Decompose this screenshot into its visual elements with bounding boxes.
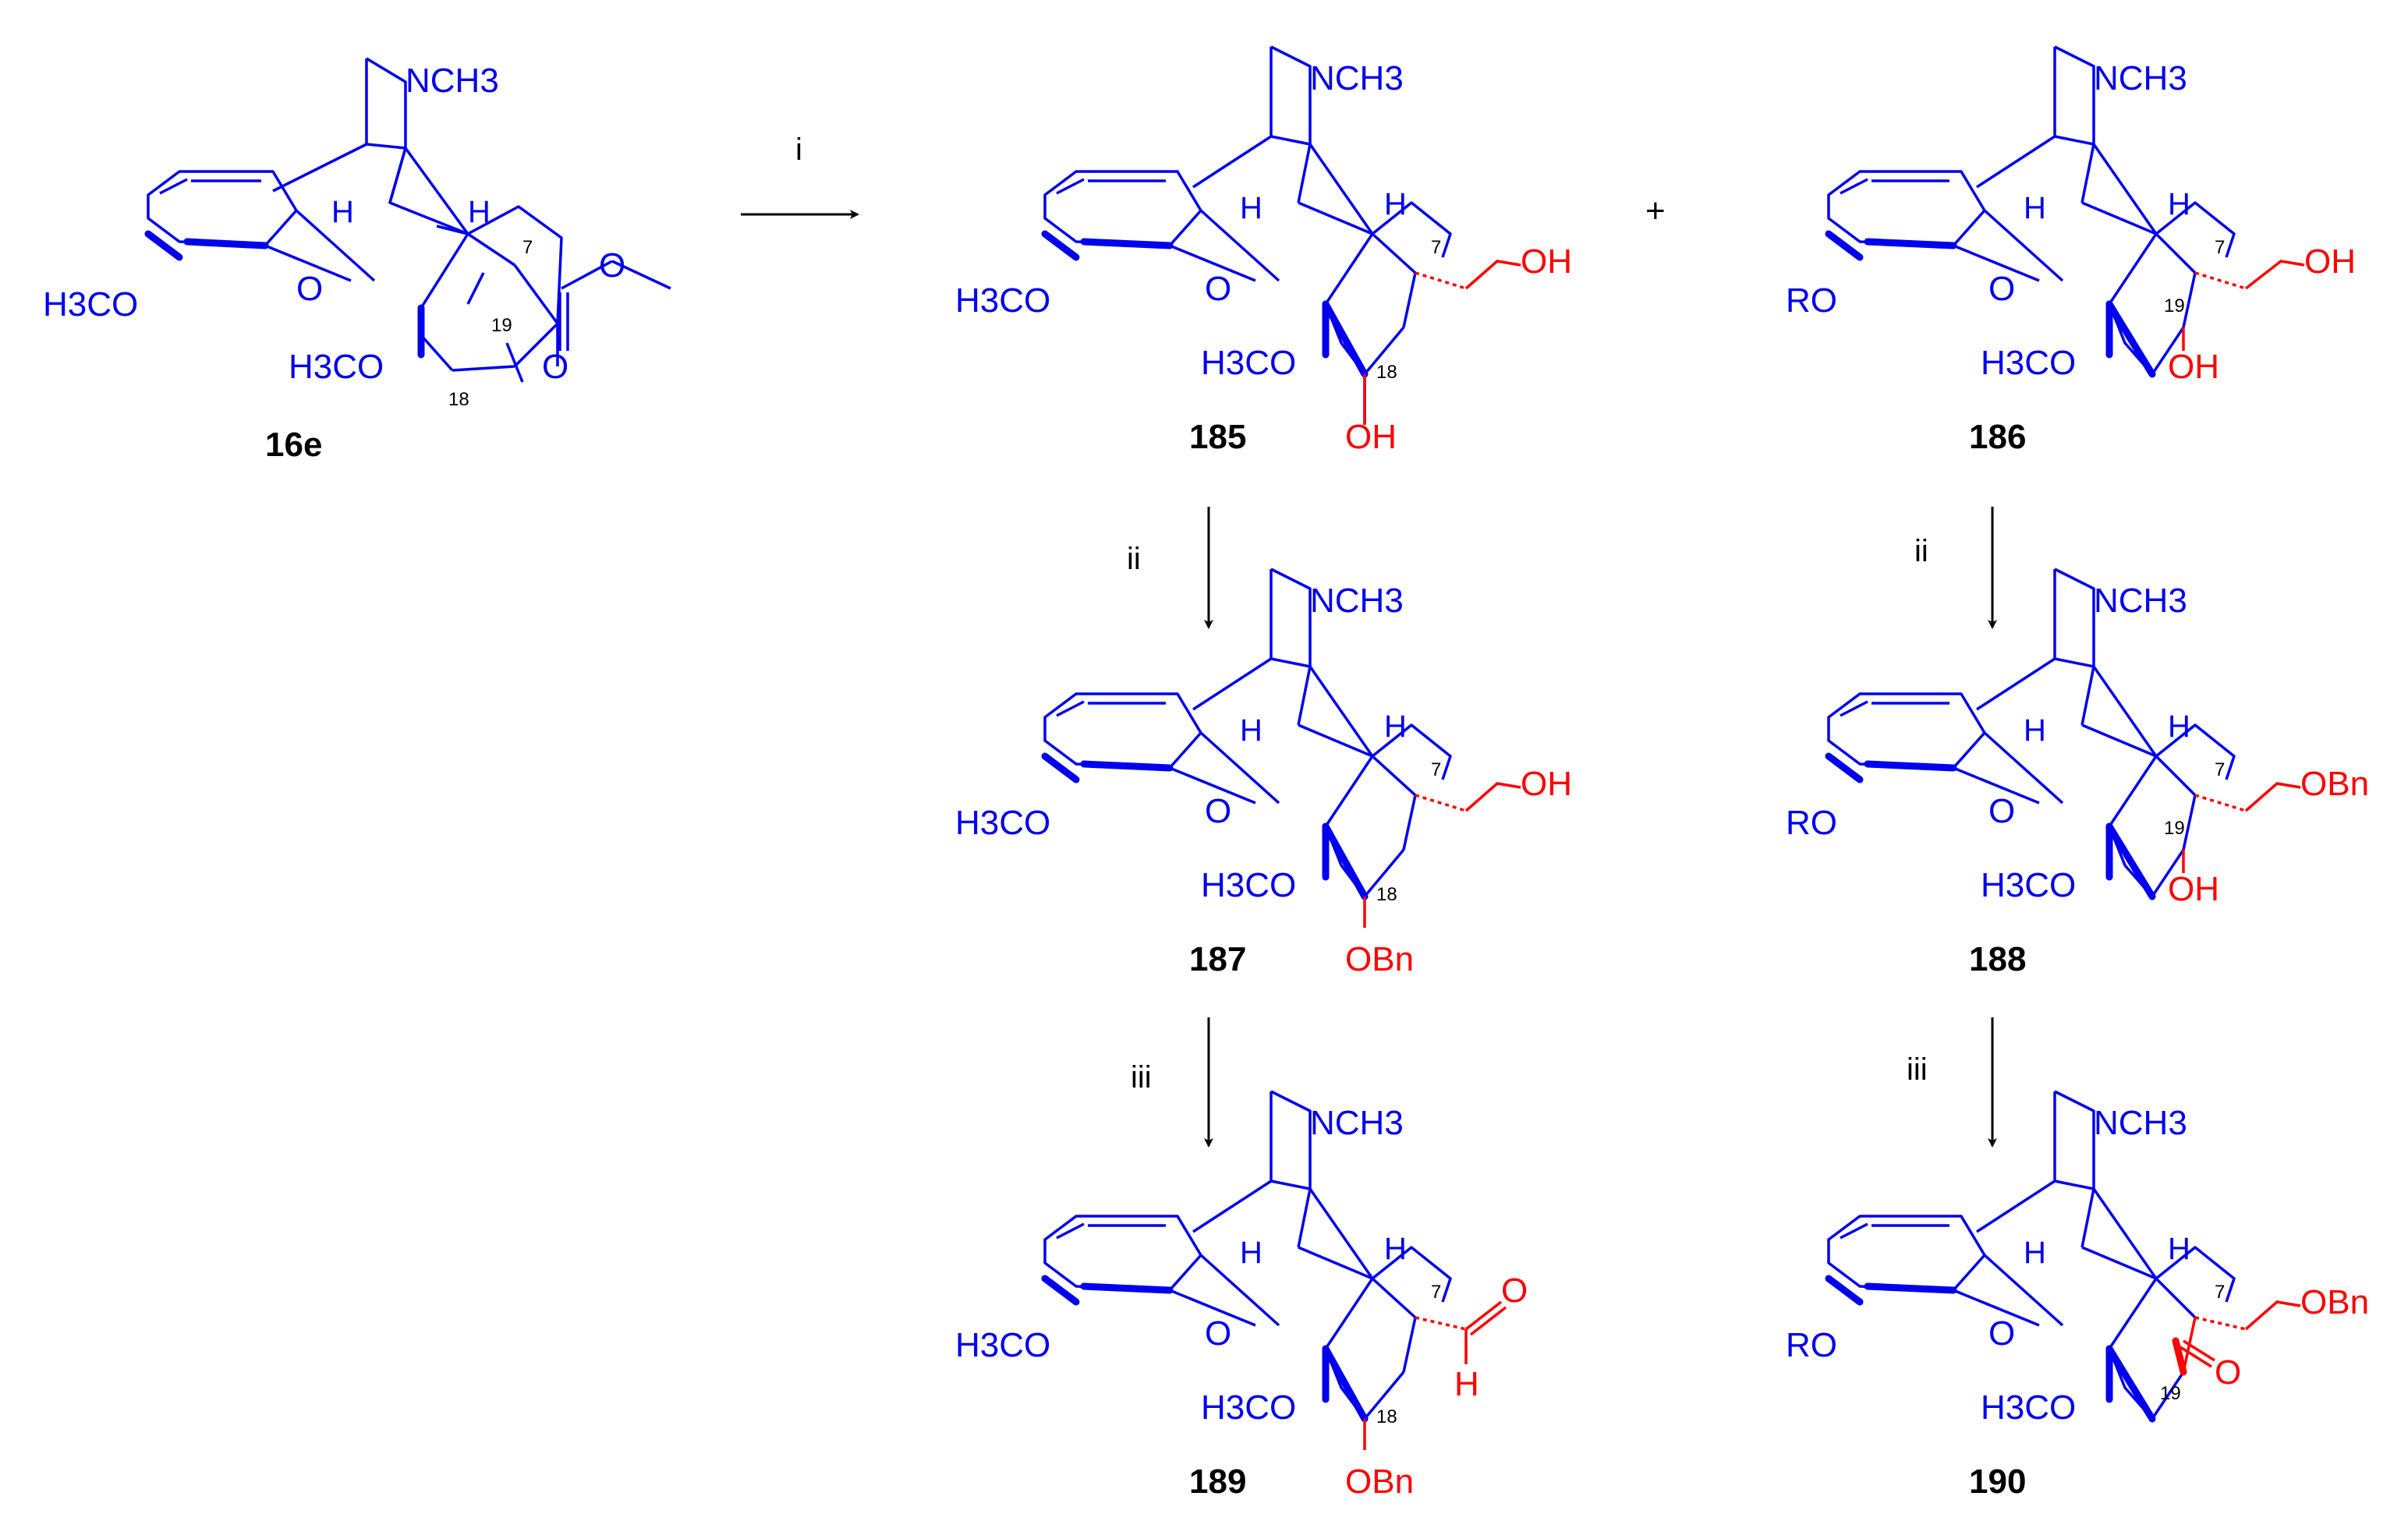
- ring-oxygen-label: O: [1988, 792, 2015, 830]
- amine-label: NCH3: [2094, 582, 2187, 620]
- ester-alkoxy-o-label: O: [599, 246, 625, 285]
- hydrogen-a-label: H: [1240, 191, 1262, 225]
- reaction-arrow-step3-right: iii: [1907, 1017, 1997, 1148]
- aryl-ether-label: H3CO: [955, 281, 1050, 320]
- reagent-label-step2-right: ii: [1914, 534, 1928, 568]
- hydrogen-b-label: H: [468, 195, 490, 229]
- hydrogen-a-label: H: [331, 195, 354, 229]
- ester-carbonyl-o-label: O: [542, 348, 568, 386]
- bridge-methoxy-label: H3CO: [1981, 866, 2076, 904]
- locant-7: 7: [1431, 237, 1441, 258]
- aryl-ether-label: H3CO: [955, 804, 1050, 842]
- compound-label: 188: [1969, 940, 2026, 978]
- amine-label: NCH3: [1310, 1104, 1404, 1142]
- aryl-ether-label: RO: [1786, 281, 1837, 320]
- bridge-methoxy-label: H3CO: [1201, 866, 1296, 904]
- hydrogen-a-label: H: [2024, 191, 2046, 225]
- bridge-methoxy-label: H3CO: [289, 348, 384, 386]
- c19-substituent-label: OH: [2168, 870, 2219, 908]
- locant-19: 19: [491, 315, 512, 336]
- molecule-185: NCH3 H3CO O H3CO H H OH OH 7 18 185: [955, 45, 1572, 456]
- locant-7: 7: [522, 237, 533, 258]
- compound-label: 190: [1969, 1463, 2026, 1501]
- hydrogen-a-label: H: [2024, 1236, 2046, 1270]
- ring-oxygen-label: O: [296, 270, 323, 308]
- molecule-186: NCH3 RO O H3CO H H OH OH 7 19 186: [1786, 45, 2356, 456]
- locant-19: 19: [2164, 295, 2185, 317]
- compound-label: 189: [1189, 1463, 1246, 1501]
- aldehyde-oxygen-label: O: [1501, 1272, 1528, 1310]
- amine-label: NCH3: [1310, 59, 1404, 97]
- reaction-arrow-step2-left: ii: [1127, 507, 1213, 629]
- aryl-ether-label: H3CO: [43, 285, 138, 324]
- hydrogen-a-label: H: [1240, 1236, 1262, 1270]
- locant-18: 18: [448, 389, 469, 410]
- hydrogen-b-label: H: [1384, 709, 1407, 744]
- plus-sign: +: [1645, 192, 1666, 230]
- hydrogen-a-label: H: [1240, 713, 1262, 748]
- molecule-16e: NCH3 H3CO O H3CO H H O O 7 19 18 16e: [43, 57, 671, 464]
- amine-label: NCH3: [1310, 582, 1404, 620]
- hydrogen-b-label: H: [1384, 1232, 1407, 1266]
- reagent-label-step2-left: ii: [1127, 542, 1141, 576]
- reagent-label-step1: i: [795, 133, 802, 167]
- molecule-190: NCH3 RO O H3CO H H OBn O 7 19 190: [1786, 1090, 2369, 1501]
- c7-substituent-label: OBn: [2300, 1283, 2369, 1321]
- bridge-methoxy-label: H3CO: [1201, 1388, 1296, 1427]
- c7-substituent-label: OH: [2304, 242, 2356, 281]
- molecule-189: NCH3 H3CO O H3CO H H O H OBn 7 18 189: [955, 1090, 1528, 1501]
- c7-substituent-label: OH: [1521, 242, 1572, 281]
- ring-oxygen-label: O: [1205, 1314, 1231, 1353]
- ring-oxygen-label: O: [1988, 1314, 2015, 1353]
- ring-oxygen-label: O: [1988, 270, 2015, 308]
- compound-label: 16e: [265, 426, 322, 464]
- ketone-oxygen-label: O: [2215, 1353, 2241, 1392]
- locant-7: 7: [2215, 759, 2225, 780]
- bridge-methoxy-label: H3CO: [1981, 344, 2076, 382]
- reaction-arrow-step1: i: [741, 133, 859, 219]
- locant-18: 18: [1376, 362, 1397, 383]
- compound-label: 186: [1969, 418, 2026, 456]
- hydrogen-b-label: H: [2168, 709, 2190, 744]
- c18-substituent-label: OBn: [1345, 940, 1414, 978]
- locant-7: 7: [1431, 1282, 1441, 1303]
- c19-substituent-label: OH: [2168, 348, 2219, 386]
- amine-label: NCH3: [2094, 1104, 2187, 1142]
- reagent-label-step3-left: iii: [1131, 1060, 1152, 1095]
- locant-7: 7: [2215, 1282, 2225, 1303]
- locant-18: 18: [1376, 884, 1397, 905]
- aryl-ether-label: H3CO: [955, 1326, 1050, 1364]
- reagent-label-step3-right: iii: [1907, 1052, 1928, 1087]
- locant-7: 7: [2215, 237, 2225, 258]
- reaction-arrow-step3-left: iii: [1131, 1017, 1213, 1148]
- locant-19: 19: [2160, 1383, 2181, 1404]
- bridge-methoxy-label: H3CO: [1981, 1388, 2076, 1427]
- hydrogen-b-label: H: [1384, 187, 1407, 221]
- c7-substituent-label: OBn: [2300, 765, 2369, 803]
- bridge-methoxy-label: H3CO: [1201, 344, 1296, 382]
- c18-substituent-label: OH: [1345, 418, 1397, 456]
- ring-oxygen-label: O: [1205, 270, 1231, 308]
- hydrogen-a-label: H: [2024, 713, 2046, 748]
- aldehyde-hydrogen-label: H: [1454, 1365, 1479, 1403]
- hydrogen-b-label: H: [2168, 1232, 2190, 1266]
- c18-substituent-label: OBn: [1345, 1463, 1414, 1501]
- molecule-187: NCH3 H3CO O H3CO H H OH OBn 7 18 187: [955, 568, 1572, 978]
- hydrogen-b-label: H: [2168, 187, 2190, 221]
- reaction-arrow-step2-right: ii: [1914, 507, 1997, 629]
- amine-label: NCH3: [2094, 59, 2187, 97]
- compound-label: 187: [1189, 940, 1246, 978]
- locant-18: 18: [1376, 1406, 1397, 1427]
- locant-19: 19: [2164, 818, 2185, 839]
- c7-substituent-label: OH: [1521, 765, 1572, 803]
- ring-oxygen-label: O: [1205, 792, 1231, 830]
- aryl-ether-label: RO: [1786, 804, 1837, 842]
- aryl-ether-label: RO: [1786, 1326, 1837, 1364]
- locant-7: 7: [1431, 759, 1441, 780]
- compound-label: 185: [1189, 418, 1246, 456]
- molecule-188: NCH3 RO O H3CO H H OBn OH 7 19 188: [1786, 568, 2369, 978]
- amine-label: NCH3: [405, 62, 499, 100]
